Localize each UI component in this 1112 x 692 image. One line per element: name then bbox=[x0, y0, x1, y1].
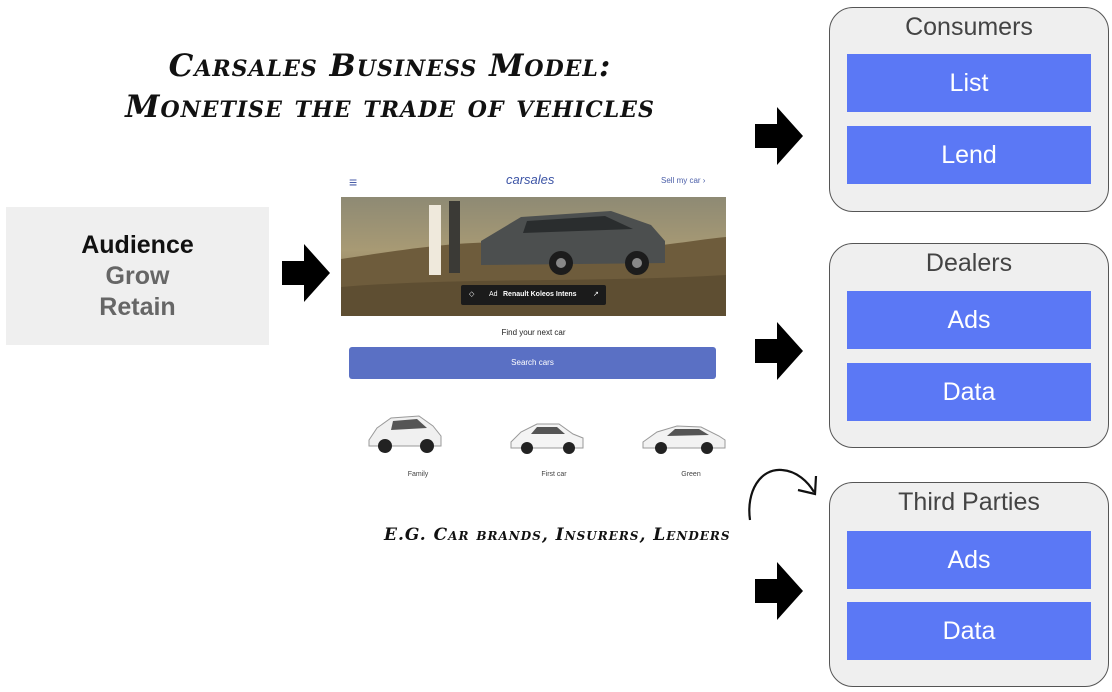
example-note: E.G. Car brands, Insurers, Lenders bbox=[384, 525, 731, 545]
curved-arrow-icon bbox=[748, 468, 818, 521]
group-third-parties: Third Parties Ads Data bbox=[829, 482, 1109, 687]
renault-logo-icon: ◇ bbox=[469, 291, 475, 298]
audience-heading: Audience bbox=[81, 231, 194, 259]
ad-name: Renault Koleos Intens bbox=[503, 291, 577, 298]
carsales-website-screenshot: ≡ carsales Sell my car › ◇ Ad Renault Ko… bbox=[341, 166, 726, 486]
group-title: Consumers bbox=[905, 13, 1033, 41]
title-line-2: Monetise the trade of vehicles bbox=[125, 89, 655, 125]
diagram-title: Carsales Business Model: Monetise the tr… bbox=[110, 46, 670, 128]
carsales-logo: carsales bbox=[506, 172, 555, 187]
family-car-icon[interactable] bbox=[365, 410, 445, 458]
audience-box: Audience Grow Retain bbox=[6, 207, 269, 345]
hero-image bbox=[341, 201, 726, 316]
first-car-icon[interactable] bbox=[507, 416, 587, 458]
sell-my-car-link[interactable]: Sell my car › bbox=[661, 176, 706, 185]
item-data: Data bbox=[847, 363, 1091, 421]
item-ads: Ads bbox=[847, 531, 1091, 589]
hero-banner: ◇ Ad Renault Koleos Intens ↗ bbox=[341, 197, 726, 316]
category-label-family[interactable]: Family bbox=[407, 471, 429, 478]
hamburger-icon[interactable]: ≡ bbox=[349, 174, 358, 190]
item-data: Data bbox=[847, 602, 1091, 660]
item-ads: Ads bbox=[847, 291, 1091, 349]
find-car-heading: Find your next car bbox=[501, 328, 566, 337]
group-title: Dealers bbox=[925, 249, 1013, 277]
group-title: Third Parties bbox=[898, 488, 1040, 516]
audience-item-grow: Grow bbox=[105, 262, 170, 290]
ad-banner-label[interactable]: ◇ Ad Renault Koleos Intens ↗ bbox=[461, 285, 606, 305]
group-consumers: Consumers List Lend bbox=[829, 7, 1109, 212]
category-label-first-car[interactable]: First car bbox=[541, 471, 567, 478]
green-car-icon[interactable] bbox=[641, 418, 726, 458]
ad-tag: Ad bbox=[489, 291, 498, 298]
audience-item-retain: Retain bbox=[99, 293, 176, 321]
arrow-right-icon bbox=[282, 244, 330, 302]
arrow-right-icon bbox=[755, 322, 803, 380]
category-label-green[interactable]: Green bbox=[681, 471, 701, 478]
group-dealers: Dealers Ads Data bbox=[829, 243, 1109, 448]
item-list: List bbox=[847, 54, 1091, 112]
arrow-right-icon bbox=[755, 562, 803, 620]
external-link-icon: ↗ bbox=[593, 291, 599, 298]
title-line-1: Carsales Business Model: bbox=[168, 48, 612, 84]
search-cars-button[interactable]: Search cars bbox=[349, 347, 716, 379]
arrow-right-icon bbox=[755, 107, 803, 165]
item-lend: Lend bbox=[847, 126, 1091, 184]
